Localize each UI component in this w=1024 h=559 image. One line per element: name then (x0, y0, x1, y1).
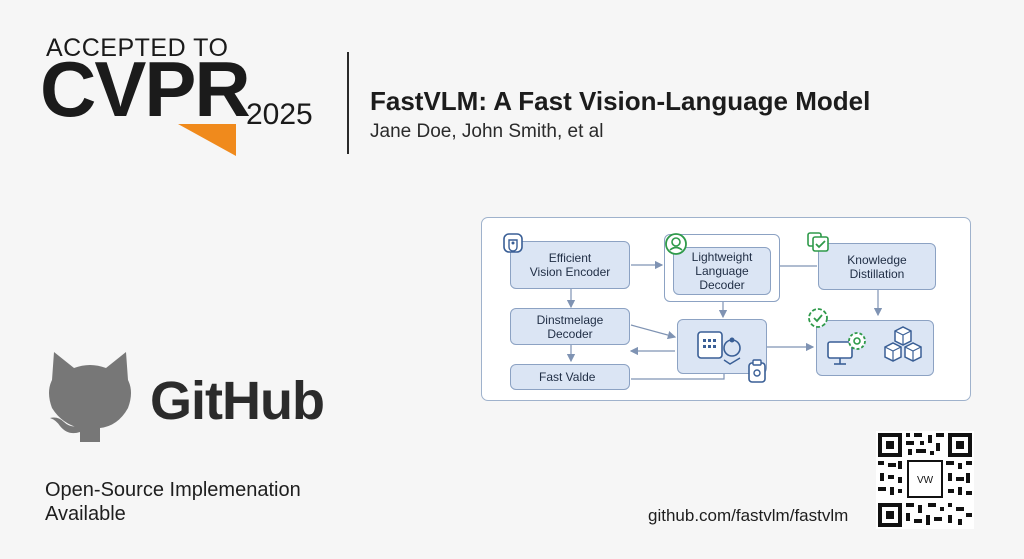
github-wordmark: GitHub (150, 371, 325, 431)
repo-url[interactable]: github.com/fastvlm/fastvlm (648, 506, 849, 525)
implementation-caption: Open-Source Implemenation (45, 479, 301, 501)
processing-icon (697, 331, 741, 365)
node-label: Knowledge (847, 252, 907, 267)
node-label: Lightweight (691, 250, 753, 264)
language-icon (665, 233, 687, 255)
node-label: Fast Valde (539, 370, 596, 384)
distillation-icon (807, 232, 829, 252)
cubes-icon (884, 326, 922, 362)
monitor-gear-icon (827, 332, 866, 365)
storage-icon (748, 359, 766, 383)
node-label: Efficient (548, 251, 592, 265)
check-icon (808, 308, 828, 328)
header-divider (347, 52, 349, 154)
cvpr-logo-text: CVPR (40, 45, 251, 133)
cvpr-year: 2025 (246, 98, 313, 131)
accepted-to-label: ACCEPTED TO (46, 34, 229, 62)
qr-code-icon[interactable]: VW (876, 431, 974, 529)
encoder-icon (503, 233, 523, 253)
node-fast-value: Fast Valde (510, 364, 630, 390)
node-label: Decoder (699, 278, 745, 292)
github-octocat-icon (49, 352, 131, 442)
paper-authors: Jane Doe, John Smith, et al (370, 121, 604, 142)
qr-center-text: VW (917, 475, 934, 486)
implementation-caption-line2: Available (45, 503, 126, 525)
node-label: Dinstmelage (536, 312, 604, 327)
node-label: Decoder (547, 326, 593, 341)
paper-title: FastVLM: A Fast Vision-Language Model (370, 86, 871, 116)
node-label: Language (695, 264, 749, 278)
arrow-dinstmelage-to-processing (630, 324, 677, 340)
node-label: Vision Encoder (529, 265, 611, 279)
cvpr-accent-wedge-icon (178, 124, 236, 156)
node-label: Distillation (849, 266, 905, 281)
